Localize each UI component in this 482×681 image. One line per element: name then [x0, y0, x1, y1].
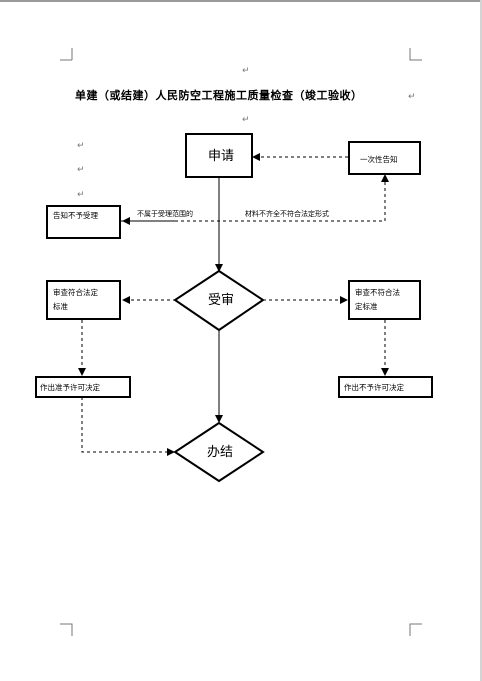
node-apply [185, 133, 253, 178]
crop-mark-top-left [60, 48, 73, 61]
paragraph-mark: ↵ [77, 141, 85, 151]
paragraph-mark: ↵ [242, 66, 250, 76]
window-right-border [480, 0, 482, 681]
node-notify-once-label: 一次性告知 [360, 154, 398, 164]
node-notify-once [348, 141, 421, 175]
node-finish [173, 421, 265, 483]
arrow-grant-to-finish [81, 397, 175, 456]
node-apply-label: 申请 [208, 149, 234, 164]
node-deny-decision [338, 376, 433, 398]
node-grant-label: 作出准予许可决定 [40, 382, 100, 392]
paragraph-mark: ↵ [242, 115, 250, 125]
node-notify-reject [46, 205, 121, 239]
document-title: 单建（或结建）人民防空工程施工质量检查（竣工验收） [75, 88, 363, 102]
node-notmeets-label-1: 审查不符合法 [355, 287, 400, 297]
paragraph-mark: ↵ [77, 165, 85, 175]
node-accept-label: 受审 [208, 293, 234, 308]
node-meets-standard [46, 280, 121, 320]
edge-label-not-in-scope: 不属于受理范围的 [137, 209, 193, 218]
node-deny-label: 作出不予许可决定 [344, 382, 404, 392]
window-top-border [0, 0, 482, 2]
node-finish-label: 办结 [207, 445, 233, 460]
node-not-meets-standard [348, 280, 421, 320]
paragraph-mark: ↵ [77, 190, 85, 200]
node-meets-label-1: 审查符合法定 [53, 287, 98, 297]
node-notmeets-label-2: 定标准 [355, 301, 378, 311]
node-accept [173, 269, 265, 332]
node-meets-label-2: 标准 [53, 301, 68, 311]
node-notify-reject-label: 告知不予受理 [53, 210, 98, 220]
node-grant-decision [35, 376, 131, 398]
crop-mark-top-right [409, 48, 422, 61]
paragraph-mark: ↵ [408, 92, 416, 102]
crop-mark-bottom-right [409, 623, 422, 636]
crop-mark-bottom-left [60, 623, 73, 636]
edge-label-incomplete: 材料不齐全不符合法定形式 [245, 209, 329, 218]
